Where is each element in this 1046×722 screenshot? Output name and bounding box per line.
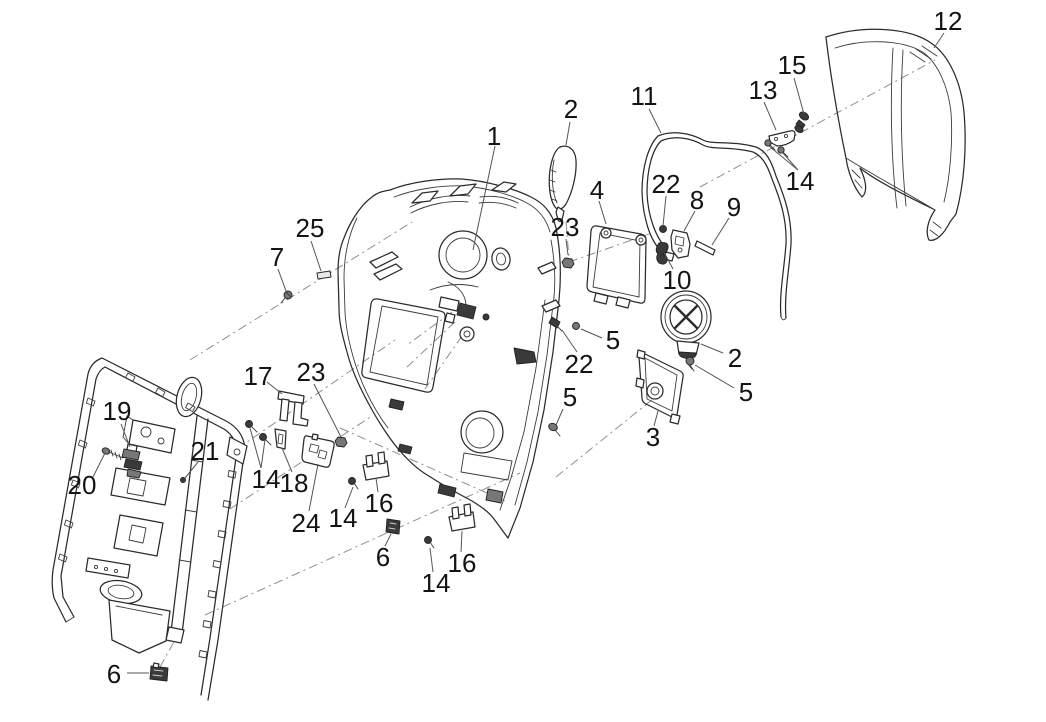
callout-6-34: 6 — [107, 659, 121, 689]
leader-lines — [92, 32, 945, 674]
callout-5-19: 5 — [563, 382, 577, 412]
callout-22-8: 22 — [652, 169, 681, 199]
callout-21-24: 21 — [191, 436, 220, 466]
clip-6-icon — [385, 518, 401, 535]
rivet-5-icon — [572, 322, 580, 330]
screw-5-icon — [548, 422, 558, 432]
callout-15-4: 15 — [778, 50, 807, 80]
bracket-16-icon — [362, 451, 390, 481]
callout-23-22: 23 — [297, 357, 326, 387]
plate-24-icon — [301, 433, 335, 468]
screw-14-icon — [777, 146, 785, 154]
screw-22-icon — [548, 316, 561, 329]
gasket-drawing — [641, 132, 792, 321]
oval-cover-drawing — [548, 145, 577, 223]
screw-7-icon — [283, 290, 293, 300]
bracket-16-icon — [448, 503, 476, 532]
frame-drawing — [51, 357, 248, 701]
nut-23-icon — [334, 436, 348, 448]
clip-18-icon — [274, 428, 287, 450]
latch-19-icon — [121, 443, 143, 479]
callout-22-17: 22 — [565, 349, 594, 379]
construction-lines — [159, 59, 936, 668]
nut-23-icon — [561, 257, 575, 269]
callout-2-15: 2 — [728, 343, 742, 373]
callout-4-7: 4 — [590, 175, 604, 205]
callout-1-0: 1 — [487, 121, 501, 151]
callout-6-31: 6 — [376, 542, 390, 572]
bracket-13-icon — [768, 130, 796, 147]
front-panel-drawing — [337, 178, 562, 539]
callout-20-25: 20 — [68, 470, 97, 500]
small-fasteners-drawing — [101, 270, 695, 682]
callout-10-14: 10 — [663, 265, 692, 295]
door-drawing — [586, 225, 647, 309]
callout-14-6: 14 — [786, 166, 815, 196]
screw-22-icon — [659, 225, 667, 233]
bracket-3-drawing — [635, 349, 684, 425]
callout-14-29: 14 — [329, 503, 358, 533]
callout-14-26: 14 — [252, 464, 281, 494]
pin-9-icon — [694, 240, 716, 256]
hook-bezel-drawing — [660, 290, 712, 359]
screw-14-icon — [764, 139, 772, 147]
rivet-21-icon — [180, 477, 186, 483]
pad-25-icon — [316, 270, 332, 280]
callout-3-20: 3 — [646, 422, 660, 452]
callout-17-21: 17 — [244, 361, 273, 391]
clip-6-icon — [149, 665, 169, 682]
hinge-hardware-drawing — [764, 111, 810, 158]
callout-5-18: 5 — [739, 377, 753, 407]
callout-5-16: 5 — [606, 325, 620, 355]
bracket-17-icon — [277, 390, 309, 427]
callout-25-12: 25 — [296, 213, 325, 243]
latch-parts-drawing — [561, 225, 716, 269]
callout-2-1: 2 — [564, 94, 578, 124]
screw-15-icon — [798, 111, 810, 121]
callout-12-3: 12 — [934, 6, 963, 36]
bag-hook-10-icon — [655, 242, 669, 265]
callout-8-9: 8 — [690, 185, 704, 215]
callout-14-32: 14 — [422, 568, 451, 598]
cowl-panel-drawing — [825, 28, 966, 241]
callout-19-23: 19 — [103, 396, 132, 426]
callout-16-30: 16 — [365, 488, 394, 518]
callout-16-33: 16 — [448, 548, 477, 578]
callout-13-5: 13 — [749, 75, 778, 105]
callout-18-27: 18 — [280, 468, 309, 498]
callout-23-11: 23 — [551, 212, 580, 242]
callout-7-13: 7 — [270, 242, 284, 272]
callout-11-2: 11 — [631, 81, 658, 111]
callout-9-10: 9 — [727, 192, 741, 222]
callout-24-28: 24 — [292, 508, 321, 538]
